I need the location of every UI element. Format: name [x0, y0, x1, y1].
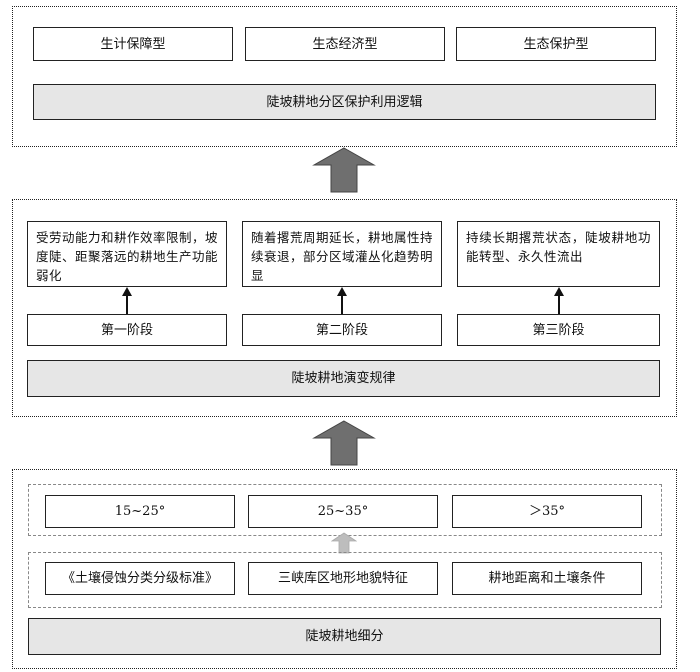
- stage-2-box: 第二阶段: [242, 314, 442, 346]
- subdivision-panel: [12, 469, 677, 669]
- stage-1-arrow: [121, 287, 133, 314]
- stage-3-description: 持续长期撂荒状态，陡坡耕地功能转型、永久性流出: [457, 221, 660, 287]
- big-up-arrow-2: [312, 420, 376, 466]
- criteria-box-distance-soil: 耕地距离和土壤条件: [452, 562, 642, 595]
- criteria-box-terrain: 三峡库区地形地貌特征: [248, 562, 438, 595]
- criteria-box-erosion-standard: 《土壤侵蚀分类分级标准》: [45, 562, 235, 595]
- stage-2-description: 随着撂荒周期延长，耕地属性持续衰退，部分区域灌丛化趋势明显: [242, 221, 442, 287]
- light-up-arrow: [331, 532, 357, 554]
- zoning-logic-panel: [12, 6, 677, 147]
- slope-box-15-25: 15~25°: [45, 495, 235, 528]
- subdivision-box: 陡坡耕地细分: [28, 618, 661, 655]
- criteria-group: [28, 552, 662, 608]
- stage-3-box: 第三阶段: [457, 314, 660, 346]
- evolution-rule-panel: [12, 199, 677, 417]
- evolution-rule-box: 陡坡耕地演变规律: [27, 360, 660, 397]
- slope-box-25-35: 25~35°: [248, 495, 438, 528]
- stage-1-box: 第一阶段: [27, 314, 227, 346]
- zoning-logic-box: 陡坡耕地分区保护利用逻辑: [33, 84, 656, 120]
- stage-2-arrow: [336, 287, 348, 314]
- stage-1-description: 受劳动能力和耕作效率限制，坡度陡、距聚落远的耕地生产功能弱化: [27, 221, 227, 287]
- type-box-eco-protection: 生态保护型: [456, 27, 656, 61]
- type-box-livelihood: 生计保障型: [33, 27, 233, 61]
- slope-box-over-35: ＞35°: [452, 495, 642, 528]
- big-up-arrow-1: [312, 147, 376, 193]
- type-box-eco-economic: 生态经济型: [245, 27, 445, 61]
- stage-3-arrow: [553, 287, 565, 314]
